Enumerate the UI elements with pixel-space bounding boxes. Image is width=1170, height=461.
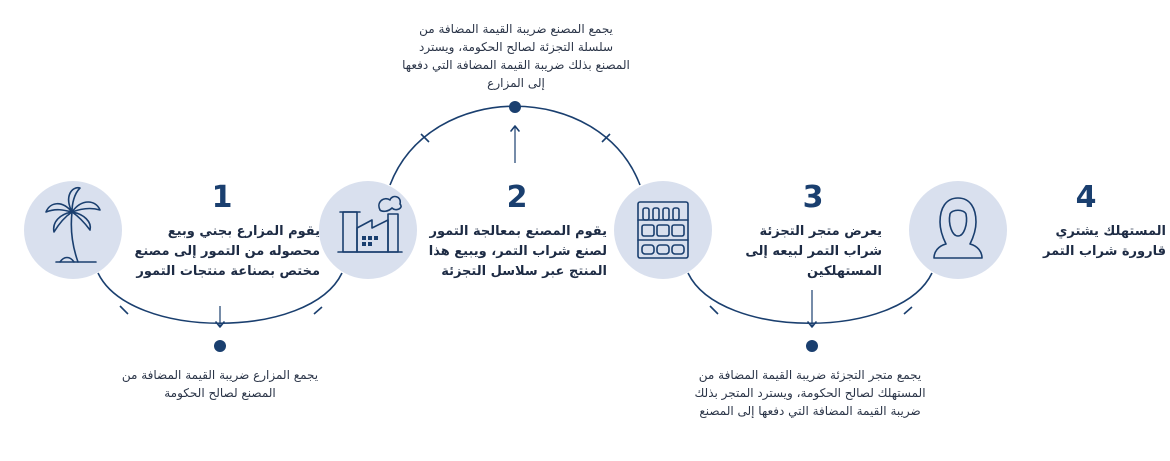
factory-icon xyxy=(337,195,403,253)
step-1-text: يقوم المزارع بجني وبيع محصوله من التمور … xyxy=(134,224,320,279)
pointer-farmer-head xyxy=(215,321,225,328)
step-1-number: 1 xyxy=(211,180,233,215)
palm-tree-icon xyxy=(45,187,101,263)
pointer-factory-head xyxy=(510,125,520,132)
store-shelf-icon xyxy=(637,201,689,259)
arc-ticks xyxy=(119,133,913,315)
vat-dot-retailer xyxy=(806,340,818,352)
step-2-number: 2 xyxy=(506,180,528,215)
step-1-circle xyxy=(24,181,122,279)
vat-dot-farmer xyxy=(214,340,226,352)
step-2-text: يقوم المصنع بمعالجة التمور لصنع شراب الت… xyxy=(428,224,607,279)
retailer-vat-note: يجمع متجر التجزئة ضريبة القيمة المضافة م… xyxy=(694,368,926,418)
step-3-number: 3 xyxy=(802,180,824,215)
consumer-icon xyxy=(933,197,983,259)
step-4-circle xyxy=(909,181,1007,279)
pointer-retailer-head xyxy=(807,321,817,328)
factory-vat-note: يجمع المصنع ضريبة القيمة المضافة من سلسل… xyxy=(402,22,630,90)
vat-dot-factory xyxy=(509,101,521,113)
step-2-circle xyxy=(319,181,417,279)
step-4-text: المستهلك يشتري قارورة شراب التمر xyxy=(1042,224,1166,259)
step-3-text: يعرض متجر التجزئة شراب التمر لبيعه إلى ا… xyxy=(745,224,882,279)
step-4-number: 4 xyxy=(1075,180,1097,215)
step-3-circle xyxy=(614,181,712,279)
connector-retailer-consumer xyxy=(687,272,933,324)
farmer-vat-note: يجمع المزارع ضريبة القيمة المضافة من الم… xyxy=(121,368,319,400)
